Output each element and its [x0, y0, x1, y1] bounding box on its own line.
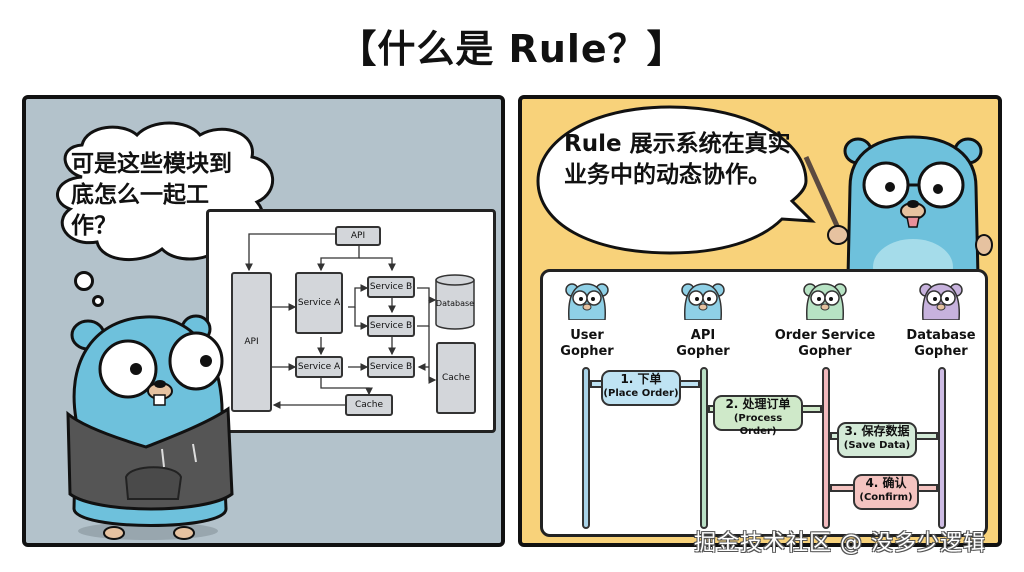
thought-dot-large [74, 271, 94, 291]
service-b-box: Service B [367, 276, 415, 298]
thought-text: 可是这些模块到底怎么一起工作？ [71, 151, 232, 239]
service-b-box: Service B [367, 356, 415, 378]
left-comic-panel: 可是这些模块到底怎么一起工作？ [22, 95, 505, 547]
gopher-head-icon [565, 283, 609, 321]
gopher-hoodie-character [66, 314, 234, 540]
message-save-data: 3. 保存数据 (Save Data) [837, 422, 917, 458]
message-process-order: 2. 处理订单 (Process Order) [713, 395, 803, 437]
gopher-head-icon [681, 283, 725, 321]
cache-box-bottom: Cache [345, 394, 393, 416]
gopher-head-icon [803, 283, 847, 321]
diagram-connectors [245, 233, 475, 409]
api-box-left: API [231, 272, 272, 412]
database-cylinder [435, 274, 475, 330]
gopher-head-icon [919, 283, 963, 321]
lifeline-api [700, 367, 708, 529]
cache-box-right: Cache [436, 342, 476, 414]
page-title: 【什么是 Rule？】 [338, 27, 686, 71]
right-comic-panel: Rule 展示系统在真实业务中的动态协作。 [518, 95, 1002, 547]
service-b-box: Service B [367, 315, 415, 337]
lifeline-user [582, 367, 590, 529]
watermark: 掘金技术社区 @ 没多少逻辑 [694, 531, 986, 556]
architecture-diagram: API API Service A Service A Service B Se… [206, 209, 496, 433]
service-a-box: Service A [295, 272, 343, 334]
lifeline-database [938, 367, 946, 529]
api-box-top: API [335, 226, 381, 246]
lifeline-order-service [822, 367, 830, 529]
message-place-order: 1. 下单 (Place Order) [601, 370, 681, 406]
speech-bubble [536, 105, 816, 255]
thought-dot-small [92, 295, 104, 307]
message-confirm: 4. 确认 (Confirm) [853, 474, 919, 510]
speech-text: Rule 展示系统在真实业务中的动态协作。 [564, 131, 791, 188]
database-label: Database [435, 298, 475, 308]
gopher-teacher-character [803, 135, 993, 277]
service-a-box: Service A [295, 356, 343, 378]
